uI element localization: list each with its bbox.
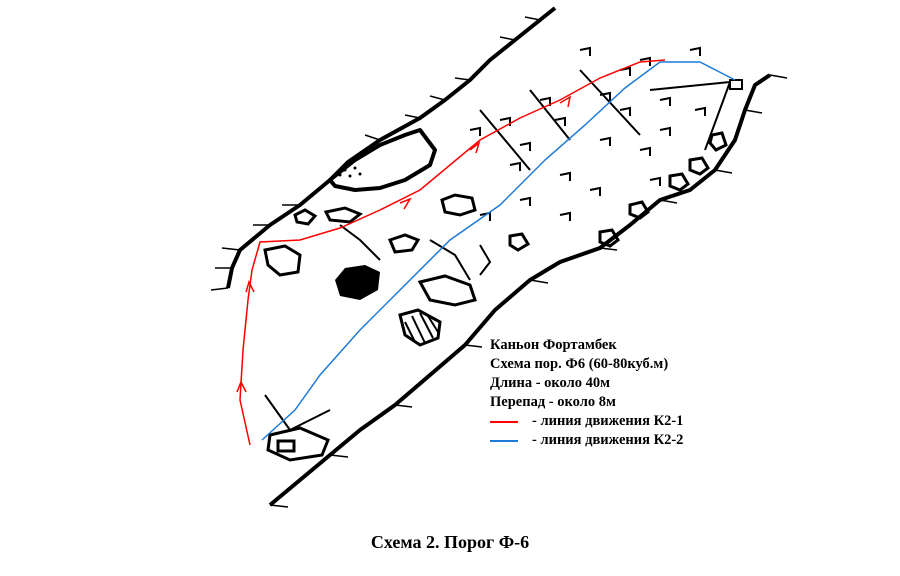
hatched-rock	[398, 308, 442, 347]
water-marks	[469, 46, 706, 221]
legend-entry-k2-2: - линия движения К2-2	[490, 431, 683, 450]
legend-label-k2-1: - линия движения К2-1	[532, 413, 684, 429]
wall-hatching	[210, 16, 788, 508]
canyon-title: Каньон Фортамбек	[490, 337, 617, 353]
rocks	[263, 79, 743, 462]
route-line-k2-2	[261, 61, 736, 441]
legend-block: Каньон Фортамбек Схема пор. Ф6 (60-80куб…	[490, 336, 683, 450]
scheme-name: Схема пор. Ф6 (60-80куб.м)	[490, 356, 669, 372]
legend-entry-k2-1: - линия движения К2-1	[490, 412, 683, 431]
gravel	[338, 162, 362, 178]
length-label: Длина - около 40м	[490, 375, 611, 391]
legend-label-k2-2: - линия движения К2-2	[532, 432, 684, 448]
route-line-k2-1	[239, 59, 666, 446]
drop-label: Перепад - около 8м	[490, 394, 616, 410]
legend-swatch-blue	[490, 439, 518, 442]
figure-caption: Схема 2. Порог Ф-6	[370, 532, 530, 552]
legend-swatch-red	[490, 420, 518, 423]
large-boulder	[335, 265, 380, 300]
route-arrows	[236, 95, 572, 393]
